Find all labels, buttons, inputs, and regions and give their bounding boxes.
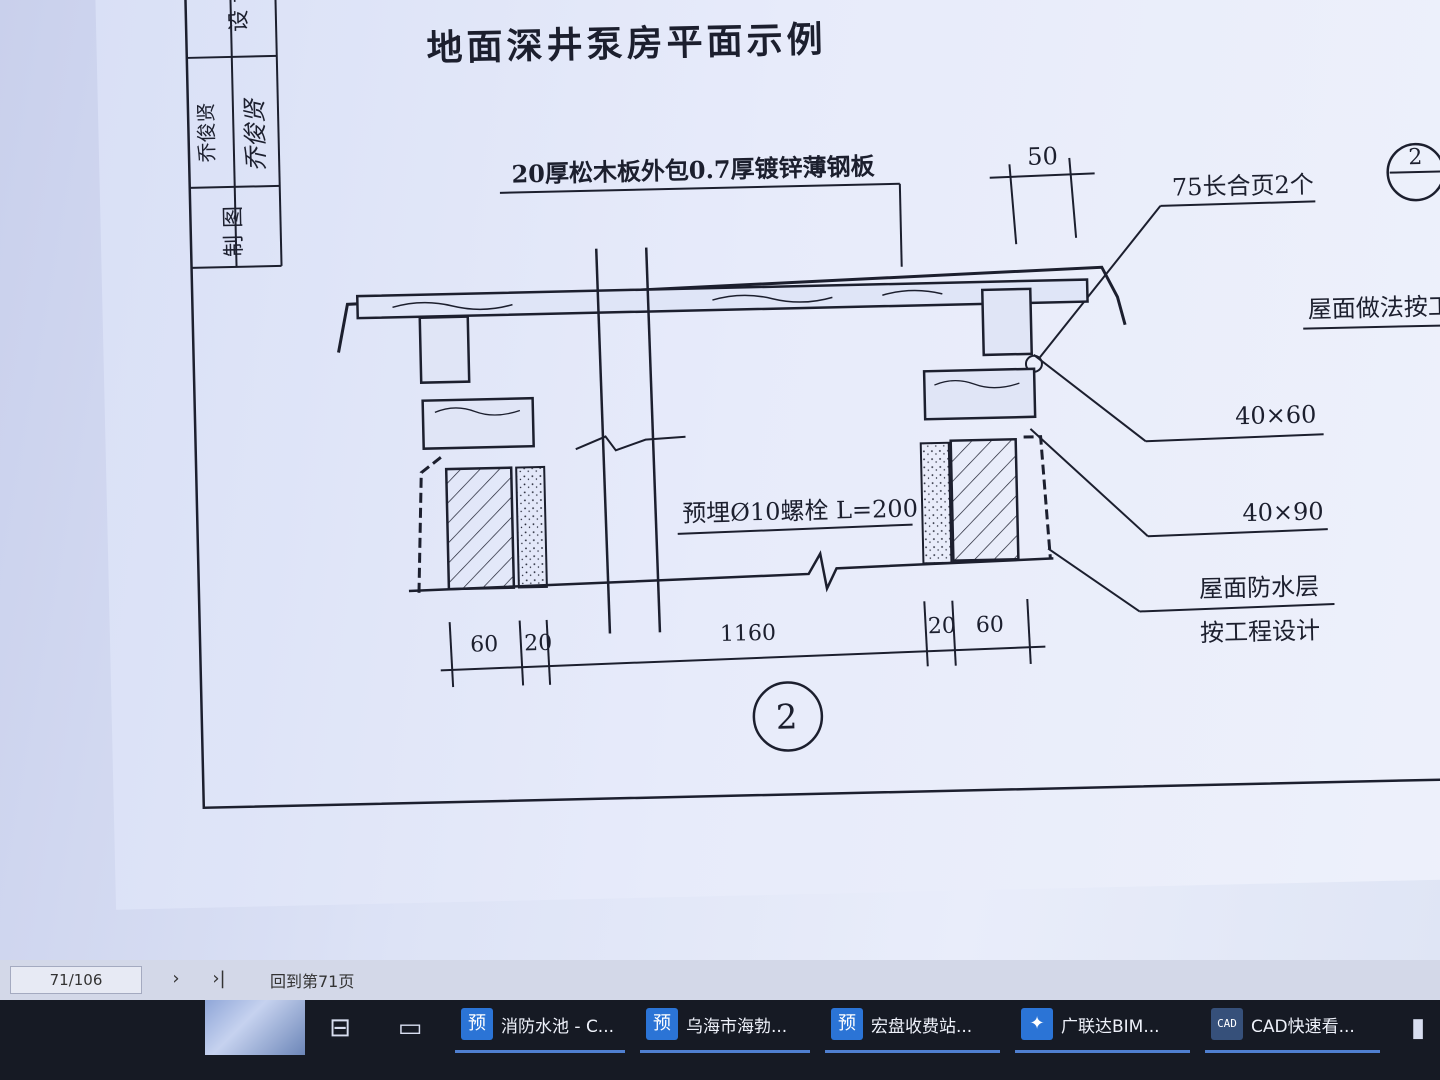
task-view-icon[interactable]: ⊟ — [329, 1013, 351, 1043]
label-beam-40x60: 40×60 — [1235, 400, 1317, 430]
viewer-statusbar: 71/106 › ›| 回到第71页 — [0, 960, 1440, 1000]
dim-1160: 1160 — [720, 621, 777, 647]
drawing-page: 设 计 乔俊贤 乔俊贤 制 图 地面深井泵房平面示例 20厚松木板外包0.7厚镀… — [95, 0, 1440, 910]
drawing-title: 地面深井泵房平面示例 — [426, 18, 827, 69]
reference-symbol: 2 — [1386, 142, 1440, 202]
next-page-button[interactable]: › — [172, 968, 180, 989]
dim-50: 50 — [1027, 142, 1058, 171]
dimension-chain: 60 20 1160 20 60 — [440, 598, 1046, 688]
show-desktop-icon[interactable]: ▮ — [1410, 1013, 1426, 1043]
taskbar-app-label: 乌海市海勃... — [686, 1017, 788, 1037]
title-block-name: 乔俊贤 — [194, 102, 219, 163]
app-preview-icon: 预 — [461, 1008, 493, 1040]
label-hinge: 75长合页2个 — [1172, 170, 1314, 201]
label-waterproof-1: 屋面防水层 — [1199, 572, 1320, 603]
detail-number: 2 — [775, 697, 798, 737]
app-preview-icon: 预 — [831, 1008, 863, 1040]
ground-line — [408, 550, 1054, 593]
title-block: 设 计 乔俊贤 乔俊贤 制 图 — [186, 0, 283, 269]
dim-60-left: 60 — [470, 632, 499, 658]
label-roof-ref: 屋面做法按工 — [1307, 292, 1440, 323]
taskbar-app-5[interactable]: CAD CAD快速看... — [1205, 1000, 1380, 1053]
taskbar-app-4[interactable]: ✦ 广联达BIM... — [1015, 1000, 1190, 1053]
label-waterproof-2: 按工程设计 — [1200, 616, 1321, 647]
dim-20-right: 20 — [928, 614, 957, 640]
title-block-signature: 乔俊贤 — [241, 96, 271, 172]
cad-app-icon: CAD — [1211, 1008, 1243, 1040]
goto-page-link[interactable]: 回到第71页 — [270, 972, 355, 991]
page-number-input[interactable]: 71/106 — [10, 966, 142, 994]
title-block-draw-label: 制 图 — [221, 206, 247, 258]
taskbar-app-label: CAD快速看... — [1251, 1017, 1355, 1037]
last-page-button[interactable]: ›| — [212, 968, 226, 989]
label-bolt: 预埋Ø10螺栓 L=200 — [682, 494, 918, 527]
top-plate — [337, 265, 1127, 353]
taskbar: ⊟ ▭ 预 消防水池 - C... 预 乌海市海勃... 预 宏盘收费站... … — [0, 1000, 1440, 1080]
cad-drawing: 设 计 乔俊贤 乔俊贤 制 图 地面深井泵房平面示例 20厚松木板外包0.7厚镀… — [184, 0, 1440, 810]
left-support — [417, 315, 548, 593]
right-support — [919, 287, 1052, 565]
taskbar-app-3[interactable]: 预 宏盘收费站... — [825, 1000, 1000, 1053]
taskbar-app-1[interactable]: 预 消防水池 - C... — [455, 1000, 625, 1053]
taskbar-app-label: 宏盘收费站... — [871, 1017, 973, 1037]
taskbar-app-label: 广联达BIM... — [1061, 1017, 1160, 1037]
frame-border — [184, 0, 1440, 810]
bim-app-icon: ✦ — [1021, 1008, 1053, 1040]
dim-20-left: 20 — [524, 631, 553, 657]
center-break — [575, 247, 686, 634]
ref-top: 2 — [1408, 145, 1423, 170]
computer-icon[interactable]: ▭ — [397, 1013, 423, 1043]
document-viewer: 设 计 乔俊贤 乔俊贤 制 图 地面深井泵房平面示例 20厚松木板外包0.7厚镀… — [0, 0, 1440, 960]
detail-circle — [752, 681, 824, 752]
label-beam-40x90: 40×90 — [1242, 497, 1324, 527]
dim-60-right: 60 — [976, 613, 1005, 639]
title-block-design-label: 设 计 — [226, 0, 252, 32]
app-preview-icon: 预 — [646, 1008, 678, 1040]
taskbar-app-label: 消防水池 - C... — [501, 1017, 615, 1037]
taskbar-app-2[interactable]: 预 乌海市海勃... — [640, 1000, 810, 1053]
label-top-plate: 20厚松木板外包0.7厚镀锌薄钢板 — [511, 151, 876, 188]
desktop-thumbnail[interactable] — [205, 1000, 305, 1055]
dimension-top-50: 50 — [989, 142, 1095, 245]
